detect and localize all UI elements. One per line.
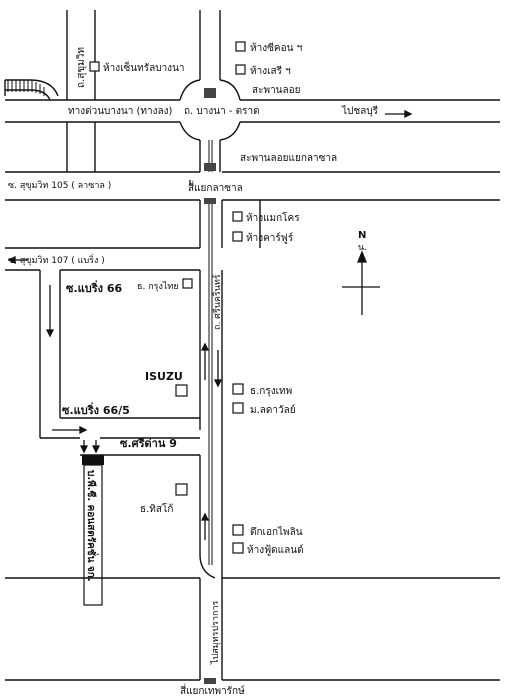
bearing-66-label: ซ.แบริ่ง 66 [66, 280, 122, 295]
flyover-lasalle-label: สะพานลอยแยกลาซาล [240, 153, 337, 164]
isuzu-label: ISUZU [145, 370, 183, 383]
to-samutprakan-label: ไปสมุทรปราการ [210, 600, 221, 665]
road-sukhumvit-label: ถ.สุขุมวิท [76, 47, 87, 88]
soi-105-label: ซ. สุขุมวิท 105 ( ลาซาล ) [8, 180, 111, 191]
flyover-label: สะพานลอย [252, 85, 301, 96]
expressway-label: ทางด่วนบางนา (ทางลง) [68, 106, 173, 117]
bangna-trad-road-label: ถ. บางนา - ตราด [184, 106, 260, 117]
destination-label: บ.พี.ซี. คอนสตรัคชั่น จก. [85, 470, 99, 582]
makro-label: ห้างแมกโคร [246, 211, 300, 224]
north-th-label: น. [358, 243, 367, 253]
soi-107-label: ซ. สุขุมวิท 107 ( แบริ่ง ) [8, 253, 105, 266]
sri-label: ห้างเสรี ฯ [250, 65, 291, 77]
ktb-label: ธ. กรุงไทย [137, 281, 179, 292]
theparak-junction-label: สี่แยกเทพารักษ์ [180, 683, 245, 697]
central-bangna-label: ห้างเซ็นทรัลบางนา [103, 60, 185, 74]
thisco-label: ธ.ทิสโก้ [140, 502, 173, 515]
north-n-label: N [358, 230, 366, 241]
bearing-66-5-label: ซ.แบริ่ง 66/5 [62, 402, 130, 417]
sridan-9-label: ซ.ศรีด่าน 9 [120, 437, 177, 450]
to-chonburi-label: ไปชลบุรี [341, 105, 379, 117]
ladawan-label: ม.ลดาวัลย์ [250, 404, 296, 416]
carrefour-label: ห้างคาร์ฟูร์ [246, 232, 294, 244]
srinakarin-road-label: ถ. ศรีนครินทร์ [211, 274, 223, 330]
foodland-label: ห้างฟู้ดแลนด์ [247, 544, 304, 556]
seacon-label: ห้างซีคอน ฯ [250, 42, 302, 54]
ek-building-label: ตึกเอกไพลิน [250, 526, 303, 538]
lasalle-junction-label: สี่แยกลาซาล [188, 180, 243, 194]
bangkok-bank-label: ธ.กรุงเทพ [250, 386, 292, 397]
